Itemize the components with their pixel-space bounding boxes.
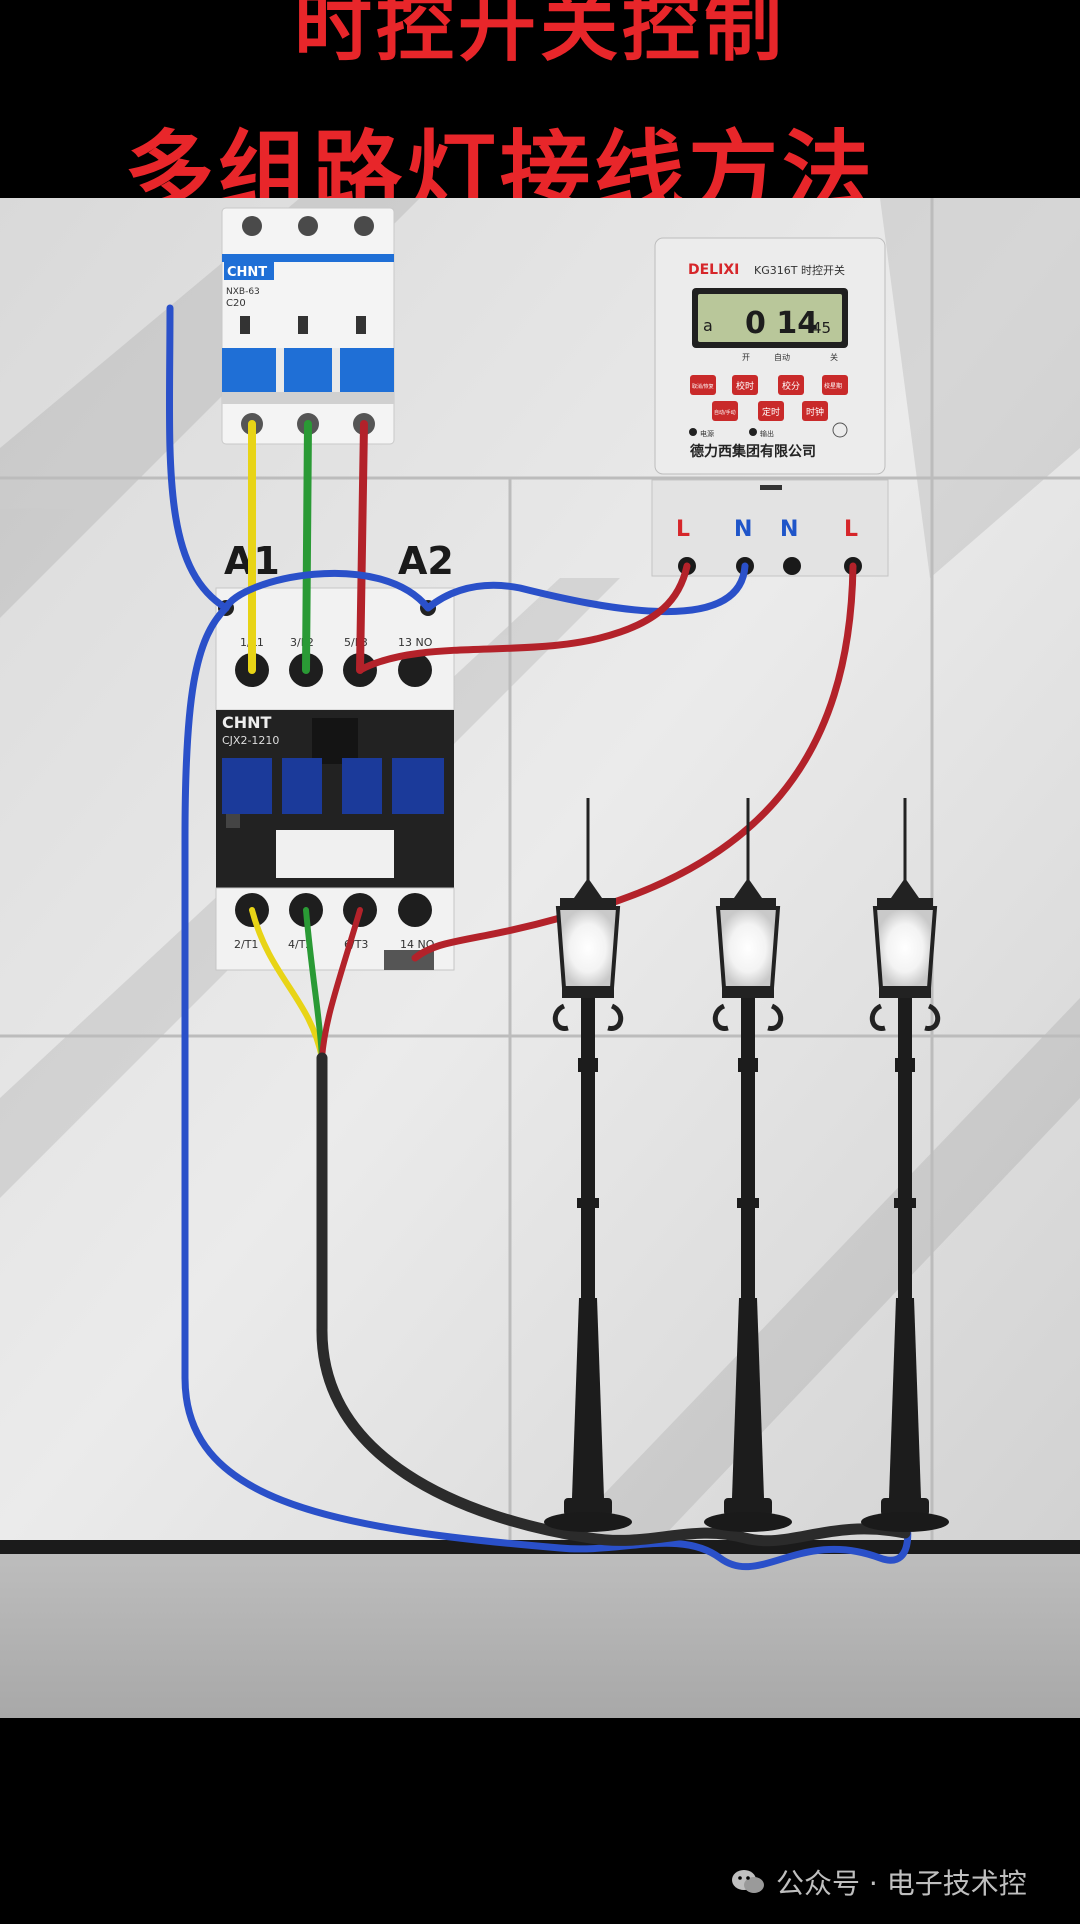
terminal-label-n2: N	[780, 517, 798, 542]
wire-blue-neutral-to-lamps	[181, 604, 912, 1571]
timer-model: KG316T 时控开关	[754, 263, 845, 277]
time-switch: DELIXI KG316T 时控开关 a 0 14 45 开 自动 关 取消/恢…	[651, 237, 889, 577]
timer-button-set-minute[interactable]: 校分	[778, 375, 804, 395]
wire-yellow-output	[249, 907, 325, 1061]
terminal-label-l2: L	[844, 517, 858, 542]
coil-label-a2: A2	[398, 539, 454, 583]
street-lamps	[544, 798, 949, 1532]
timer-terminal-n2	[783, 557, 801, 575]
svg-text:校时: 校时	[736, 380, 754, 392]
timer-status-auto: 自动	[774, 352, 790, 362]
top-terminal-label-2: 3/L2	[290, 636, 314, 649]
breaker-top-screw-1	[242, 216, 262, 236]
breaker-top-screw-2	[298, 216, 318, 236]
timer-cert-mark	[832, 422, 848, 438]
svg-text:输出: 输出	[760, 429, 774, 438]
timer-button-schedule[interactable]: 定时	[758, 401, 784, 421]
breaker-rating: C20	[226, 298, 246, 309]
timer-button-clock[interactable]: 时钟	[802, 401, 828, 421]
timer-display-prefix: a	[703, 316, 713, 335]
svg-text:时钟: 时钟	[806, 406, 824, 418]
svg-text:取消/恢复: 取消/恢复	[692, 383, 714, 390]
floor	[0, 1554, 1080, 1718]
street-lamp	[544, 798, 632, 1532]
breaker-brand: CHNT	[227, 265, 267, 280]
timer-output-led	[749, 428, 757, 436]
svg-text:电源: 电源	[700, 429, 714, 438]
wire-red-output	[319, 907, 363, 1061]
top-terminal-4	[398, 653, 432, 687]
timer-button-set-hour[interactable]: 校时	[732, 375, 758, 395]
svg-text:校星期: 校星期	[824, 382, 842, 390]
street-lamp	[704, 798, 792, 1532]
title-line-1: 时控开关控制	[293, 0, 786, 72]
wire-red-l3-to-timer-l	[356, 562, 691, 674]
timer-brand: DELIXI	[688, 262, 739, 278]
top-terminal-label-4: 13 NO	[398, 636, 433, 649]
breaker-top-screw-3	[354, 216, 374, 236]
wire-blue-neutral-supply	[165, 304, 230, 612]
wechat-icon	[732, 1870, 764, 1893]
footer-watermark: 公众号 · 电子技术控	[730, 1862, 1027, 1902]
timer-display-time: 0 14	[745, 306, 818, 341]
footer-text: 公众号 · 电子技术控	[776, 1867, 1027, 1900]
breaker-handle	[222, 348, 394, 392]
wire-blue-a2-to-timer-n	[222, 562, 749, 615]
wiring-diagram: CHNT NXB-63 C20 DELIXI KG316T 时控开关 a 0 1…	[0, 198, 1080, 1718]
wires	[165, 304, 912, 1571]
breaker-model: NXB-63	[226, 287, 260, 297]
timer-button-set-week[interactable]: 校星期	[822, 375, 848, 395]
circuit-breaker: CHNT NXB-63 C20	[221, 207, 395, 445]
bottom-terminal-label-1: 2/T1	[234, 938, 258, 951]
timer-button-cancel[interactable]: 取消/恢复	[690, 375, 716, 395]
bottom-terminal-4	[398, 893, 432, 927]
timer-button-auto-manual[interactable]: 自动/手动	[712, 401, 738, 421]
svg-text:校分: 校分	[782, 380, 800, 392]
wire-red-timer-l-to-14no	[411, 562, 857, 962]
wire-black-cable-to-lamps	[316, 1052, 911, 1547]
svg-text:自动/手动: 自动/手动	[714, 409, 736, 416]
terminal-label-n1: N	[734, 517, 752, 542]
wire-green-input	[302, 420, 312, 674]
timer-company: 德力西集团有限公司	[690, 443, 816, 460]
contactor-indicator-window	[276, 830, 394, 878]
wire-red-input	[356, 420, 368, 674]
wiring-scene: CHNT NXB-63 C20 DELIXI KG316T 时控开关 a 0 1…	[0, 198, 1080, 1718]
svg-text:定时: 定时	[762, 406, 780, 418]
timer-power-led	[689, 428, 697, 436]
timer-status-off: 关	[830, 352, 838, 362]
timer-display-seconds: 45	[812, 319, 831, 337]
contactor-brand: CHNT	[222, 713, 272, 732]
timer-status-on: 开	[742, 353, 750, 362]
street-lamp	[861, 798, 949, 1532]
terminal-label-l1: L	[676, 517, 690, 542]
contactor-model: CJX2-1210	[222, 734, 279, 747]
